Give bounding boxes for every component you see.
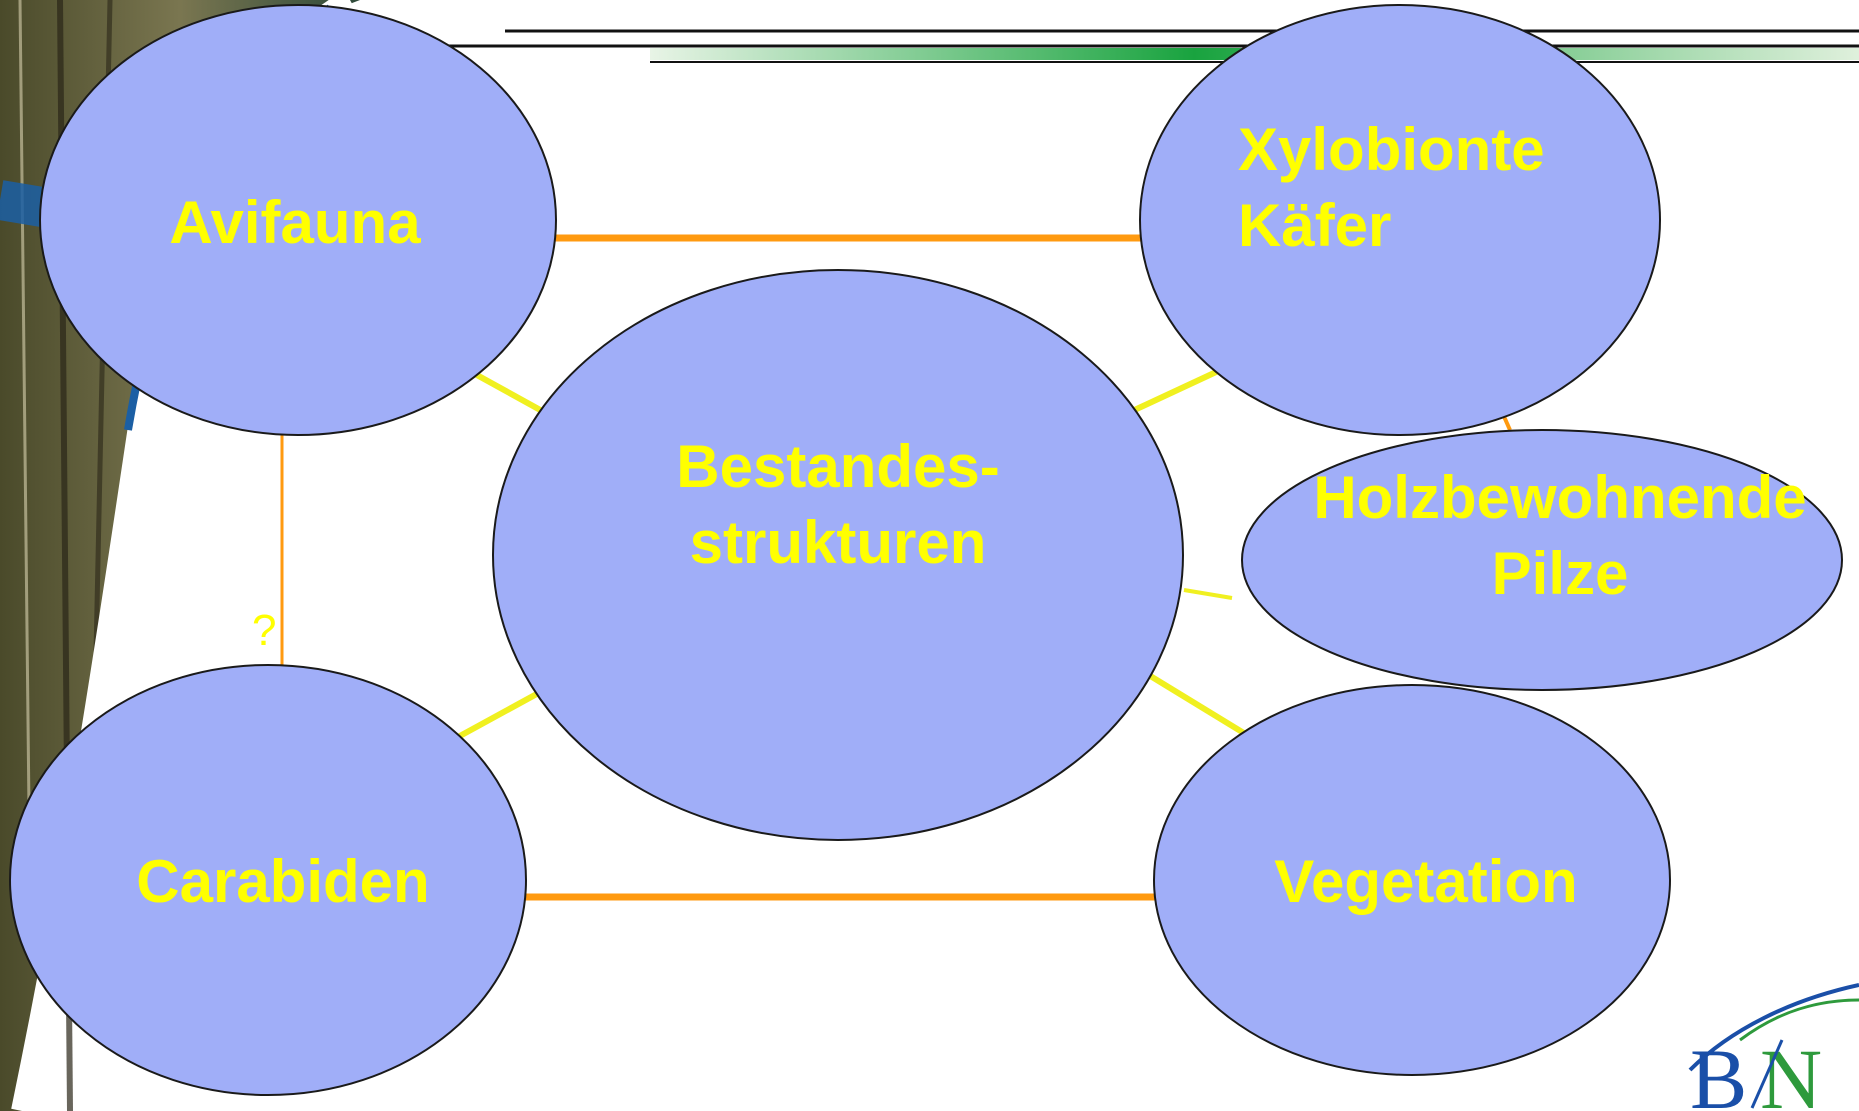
logo-letter-b: B bbox=[1690, 1031, 1747, 1111]
node-bestandes-label-line: strukturen bbox=[690, 509, 987, 576]
node-bestandes-label: Bestandes-strukturen bbox=[676, 433, 999, 576]
bfn-logo: B N bbox=[1688, 983, 1859, 1111]
node-vegetation-label-line: Vegetation bbox=[1274, 848, 1577, 915]
node-pilze-label-line: Pilze bbox=[1492, 540, 1629, 607]
header-decoration bbox=[400, 29, 1859, 63]
logo-letter-n: N bbox=[1760, 1031, 1822, 1111]
node-xylobionte-label-line: Käfer bbox=[1238, 192, 1391, 259]
node-vegetation-label: Vegetation bbox=[1274, 848, 1577, 915]
node-avifauna-ellipse bbox=[39, 4, 557, 436]
node-avifauna: Avifauna bbox=[39, 4, 557, 436]
node-carabiden-ellipse bbox=[9, 664, 527, 1096]
node-carabiden-label: Carabiden bbox=[136, 848, 429, 915]
edge-bestandes-to-pilze bbox=[1183, 588, 1233, 600]
node-bestandes-ellipse bbox=[492, 269, 1184, 841]
node-vegetation: Vegetation bbox=[1153, 684, 1671, 1076]
node-pilze-ellipse bbox=[1241, 429, 1843, 691]
node-bestandes-label-line: Bestandes- bbox=[676, 433, 999, 500]
node-avifauna-label: Avifauna bbox=[169, 189, 421, 256]
node-bestandes: Bestandes-strukturen bbox=[492, 269, 1184, 841]
node-xylobionte-ellipse bbox=[1139, 4, 1661, 436]
node-carabiden: Carabiden bbox=[9, 664, 527, 1096]
node-avifauna-label-line: Avifauna bbox=[169, 189, 421, 256]
node-xylobionte-label-line: Xylobionte bbox=[1238, 116, 1545, 183]
edge-label-question: ? bbox=[252, 606, 276, 655]
node-pilze-label-line: Holzbewohnende bbox=[1313, 464, 1806, 531]
node-vegetation-ellipse bbox=[1153, 684, 1671, 1076]
node-carabiden-label-line: Carabiden bbox=[136, 848, 429, 915]
